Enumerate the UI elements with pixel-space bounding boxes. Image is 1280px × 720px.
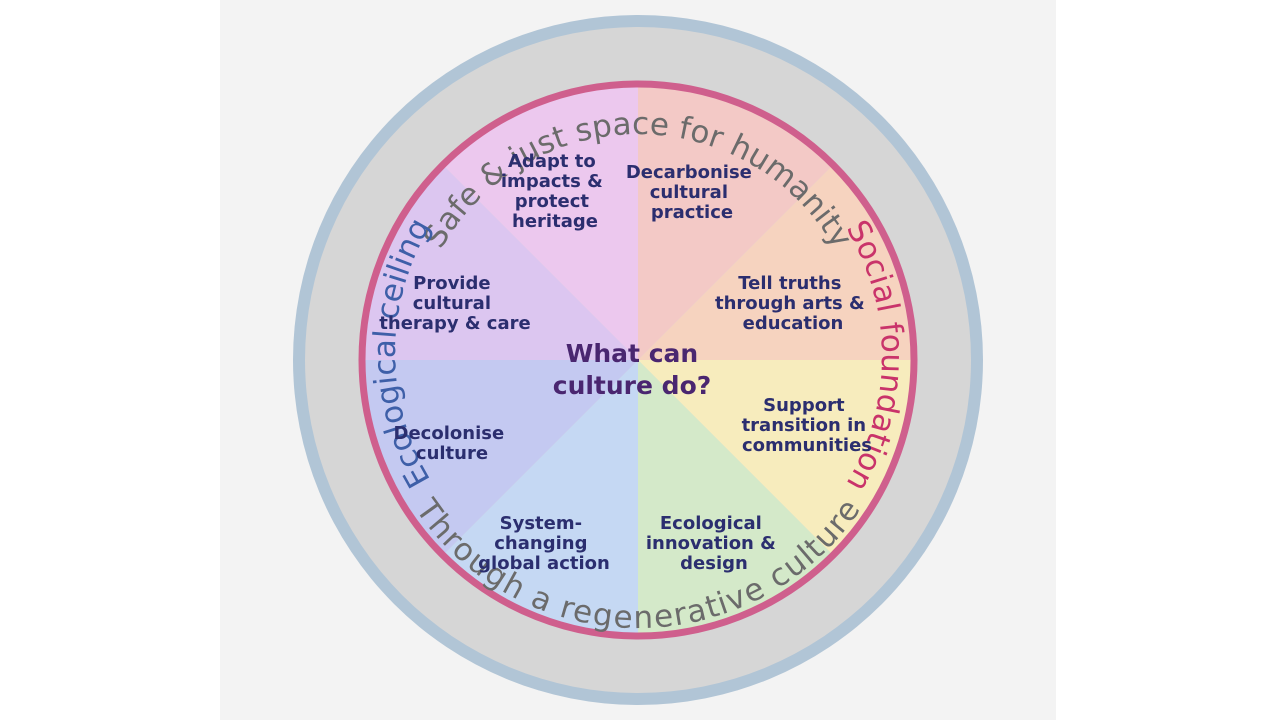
pie-segment: [638, 360, 916, 557]
segment-line: changing: [494, 533, 587, 554]
segment-line: transition in: [742, 415, 867, 436]
segment-label-decolonise: Decolonise culture: [394, 423, 511, 464]
inner-ring: [358, 80, 918, 640]
segment-line: System-: [500, 513, 582, 534]
pie-segment: [360, 360, 638, 557]
segment-line: innovation &: [646, 533, 776, 554]
pie-segment: [441, 82, 638, 360]
pie-segment: [638, 82, 835, 360]
segment-line: Adapt to: [508, 151, 596, 172]
pie-segment: [638, 360, 835, 638]
segment-line: education: [743, 313, 844, 334]
segment-label-ecological-innovation: Ecological innovation & design: [646, 513, 782, 574]
segment-line: Ecological: [660, 513, 762, 534]
segment-label-system-changing: System- changing global action: [478, 513, 610, 574]
segment-line: cultural: [650, 182, 728, 203]
segment-label-provide-therapy: Provide cultural therapy & care: [379, 273, 530, 334]
segment-line: practice: [651, 202, 733, 223]
segment-label-support-transition: Support transition in communities: [742, 395, 873, 456]
pie-segment: [441, 360, 638, 638]
center-title-line1: What can: [566, 339, 698, 368]
segment-line: impacts &: [501, 171, 603, 192]
segment-line: Provide: [413, 273, 490, 294]
segment-line: through arts &: [715, 293, 865, 314]
segment-line: Tell truths: [738, 273, 841, 294]
segment-line: therapy & care: [379, 313, 530, 334]
segment-line: culture: [416, 443, 488, 464]
segment-label-tell-truths: Tell truths through arts & education: [715, 273, 871, 334]
segment-label-adapt-protect: Adapt to impacts & protect heritage: [501, 151, 609, 232]
segment-line: cultural: [413, 293, 491, 314]
pie-segment: [360, 163, 638, 360]
segment-line: design: [680, 553, 748, 574]
segment-line: Decolonise: [394, 423, 505, 444]
segment-line: protect: [515, 191, 590, 212]
center-title-line2: culture do?: [553, 371, 712, 400]
segment-label-decarbonise: Decarbonise cultural practice: [626, 162, 758, 223]
segment-line: global action: [478, 553, 610, 574]
segment-line: Decarbonise: [626, 162, 752, 183]
segment-line: communities: [742, 435, 872, 456]
segments-group: [360, 82, 916, 638]
segment-line: heritage: [512, 211, 598, 232]
segment-line: Support: [763, 395, 845, 416]
pie-segment: [638, 163, 916, 360]
